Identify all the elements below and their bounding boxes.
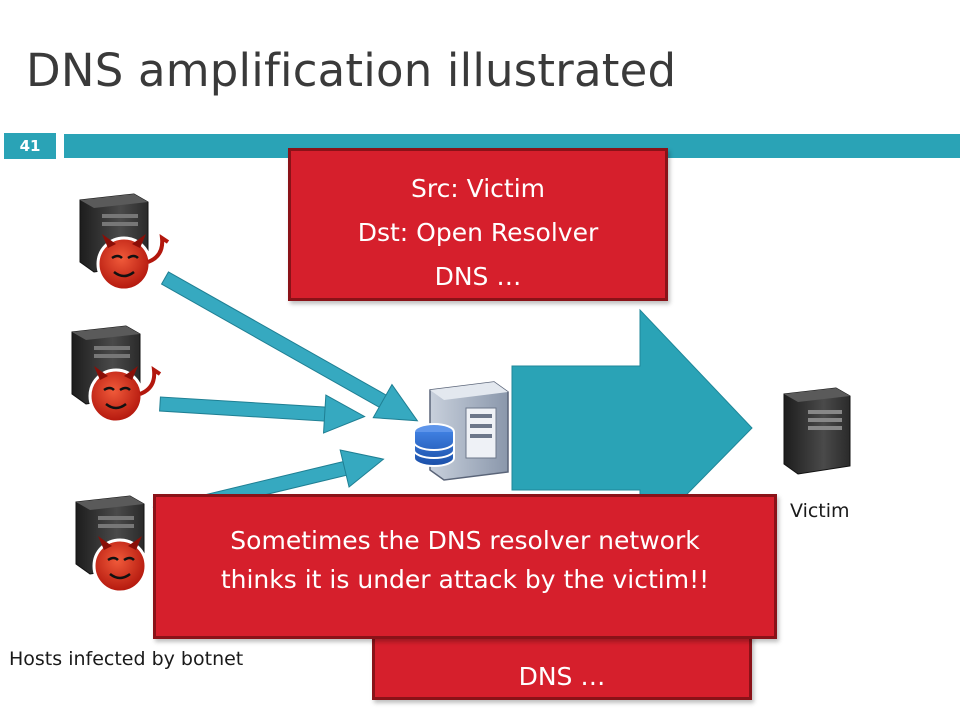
slide-number: 41 bbox=[4, 133, 56, 159]
callout-response-line-1: DNS … bbox=[518, 662, 606, 691]
botnet-hosts-label: Hosts infected by botnet bbox=[9, 648, 244, 670]
bot-host-2-icon bbox=[71, 325, 162, 424]
victim-server-icon bbox=[783, 387, 851, 475]
amplification-arrow bbox=[511, 308, 753, 544]
request-arrows bbox=[152, 271, 419, 522]
callout-request-line-2: Dst: Open Resolver bbox=[357, 218, 599, 247]
callout-request-line-3: DNS … bbox=[434, 262, 522, 291]
spoofed-request-callout: Src: Victim Dst: Open Resolver DNS … bbox=[288, 148, 668, 301]
bot-host-1-icon bbox=[79, 193, 170, 292]
callout-request-line-1: Src: Victim bbox=[410, 174, 546, 203]
callout-message-line-1: Sometimes the DNS resolver network bbox=[230, 526, 700, 555]
dns-resolver-icon bbox=[413, 381, 509, 481]
victim-label: Victim bbox=[790, 500, 850, 522]
bot-host-3-icon bbox=[75, 495, 148, 594]
request-arrow-2 bbox=[159, 394, 366, 434]
callout-message-line-2: thinks it is under attack by the victim!… bbox=[220, 565, 710, 594]
request-arrow-1 bbox=[160, 271, 419, 422]
attack-message-callout: Sometimes the DNS resolver network think… bbox=[153, 494, 777, 639]
slide-title: DNS amplification illustrated bbox=[26, 44, 677, 97]
